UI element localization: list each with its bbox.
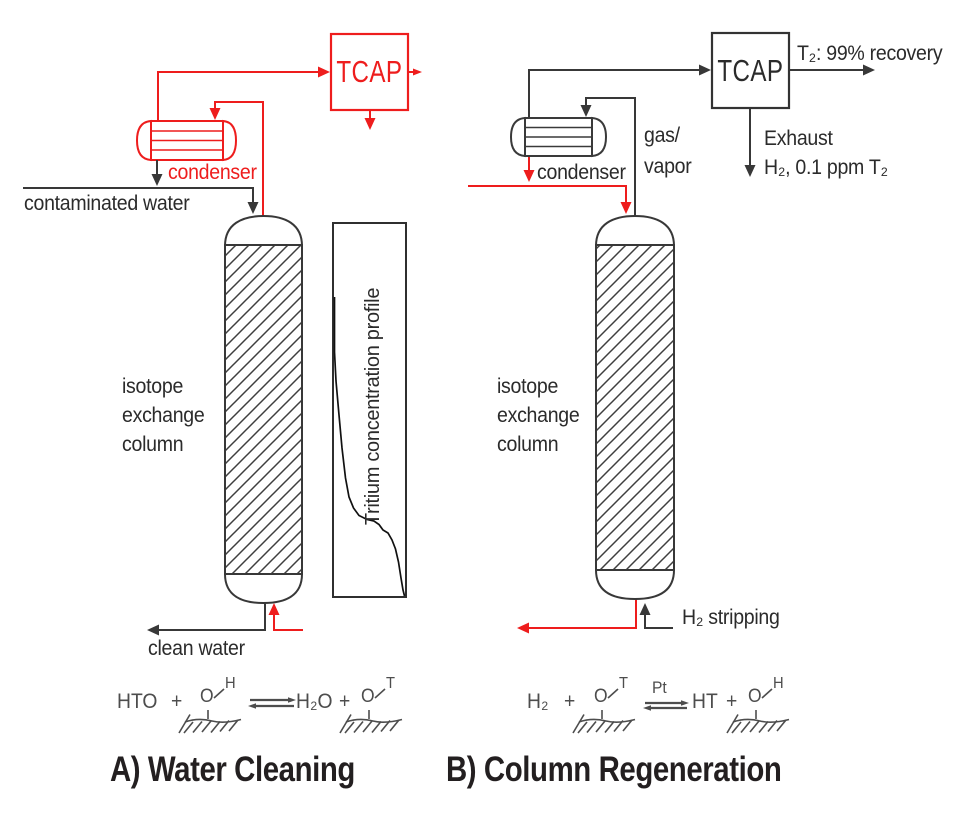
gas-vapor-label-line1: gas/	[644, 124, 680, 147]
section-title-b: B) Column Regeneration	[446, 750, 782, 789]
tcap-unit-b: TCAP	[712, 33, 789, 108]
h2-stripping-label: H₂ stripping	[682, 606, 780, 629]
tcap-unit-a: TCAP	[331, 34, 408, 110]
equation-a-art	[178, 688, 403, 734]
panel-b-black-arrowheads	[580, 64, 875, 615]
tcap-label-b: TCAP	[717, 52, 784, 88]
panel-b-red-arrowheads	[517, 170, 632, 634]
panel-b-red-pipes	[468, 156, 637, 629]
column-b-label-line1: isotope	[497, 375, 559, 398]
contaminated-water-label: contaminated water	[24, 192, 190, 215]
eq-a-surface2-oxygen: O	[361, 686, 375, 707]
column-a-label-line2: exchange	[122, 404, 205, 427]
gas-vapor-label-line2: vapor	[644, 155, 692, 178]
eq-b-surface2-oxygen: O	[748, 686, 762, 707]
panel-a-red-pipes	[157, 71, 413, 631]
column-b-label-line3: column	[497, 433, 559, 456]
eq-b-reactant1: H₂	[527, 690, 549, 713]
eq-b-plus2: +	[726, 690, 738, 713]
eq-a-reactant1: HTO	[117, 690, 158, 713]
eq-b-surface1-atom: T	[619, 675, 628, 692]
profile-inset	[332, 222, 407, 598]
eq-a-plus2: +	[339, 690, 351, 713]
eq-b-surface1-oxygen: O	[594, 686, 608, 707]
tcap-box-b	[710, 31, 791, 110]
eq-a-surface2-atom: T	[386, 675, 395, 692]
eq-a-plus1: +	[171, 690, 183, 713]
eq-a-surface1-oxygen: O	[200, 686, 214, 707]
eq-a-surface1-atom: H	[225, 675, 236, 692]
panel-a-red-arrowheads	[209, 66, 422, 615]
recovery-label: T₂: 99% recovery	[797, 42, 943, 65]
condenser-b-shape	[509, 116, 608, 158]
clean-water-label: clean water	[148, 637, 245, 660]
tcap-box-a	[329, 32, 410, 112]
column-a-label-line3: column	[122, 433, 184, 456]
condenser-a-shape	[135, 119, 238, 162]
column-a-label-line1: isotope	[122, 375, 184, 398]
panel-a-black-pipes	[23, 160, 266, 631]
exhaust-label-line1: Exhaust	[764, 127, 833, 150]
profile-box	[332, 222, 407, 598]
eq-b-product1: HT	[692, 690, 718, 713]
column-b-label-line2: exchange	[497, 404, 580, 427]
tritium-profile-label: Tritium concentration profile	[362, 287, 384, 526]
tcap-label-a: TCAP	[336, 54, 403, 89]
profile-curve	[333, 297, 406, 597]
equation-b-art	[572, 688, 790, 734]
panel-a-black-arrowheads	[147, 174, 259, 636]
column-a-shape	[224, 214, 303, 605]
eq-b-catalyst: Pt	[652, 678, 667, 697]
eq-b-surface2-atom: H	[773, 675, 784, 692]
panel-b-black-pipes	[528, 69, 863, 629]
condenser-label-a: condenser	[168, 161, 257, 184]
column-b-shape	[595, 214, 675, 601]
section-title-a: A) Water Cleaning	[110, 750, 355, 789]
condenser-label-b: condenser	[537, 161, 626, 184]
eq-b-plus1: +	[564, 690, 576, 713]
eq-a-product1: H₂O	[296, 690, 333, 713]
exhaust-label-line2: H₂, 0.1 ppm T₂	[764, 156, 888, 179]
